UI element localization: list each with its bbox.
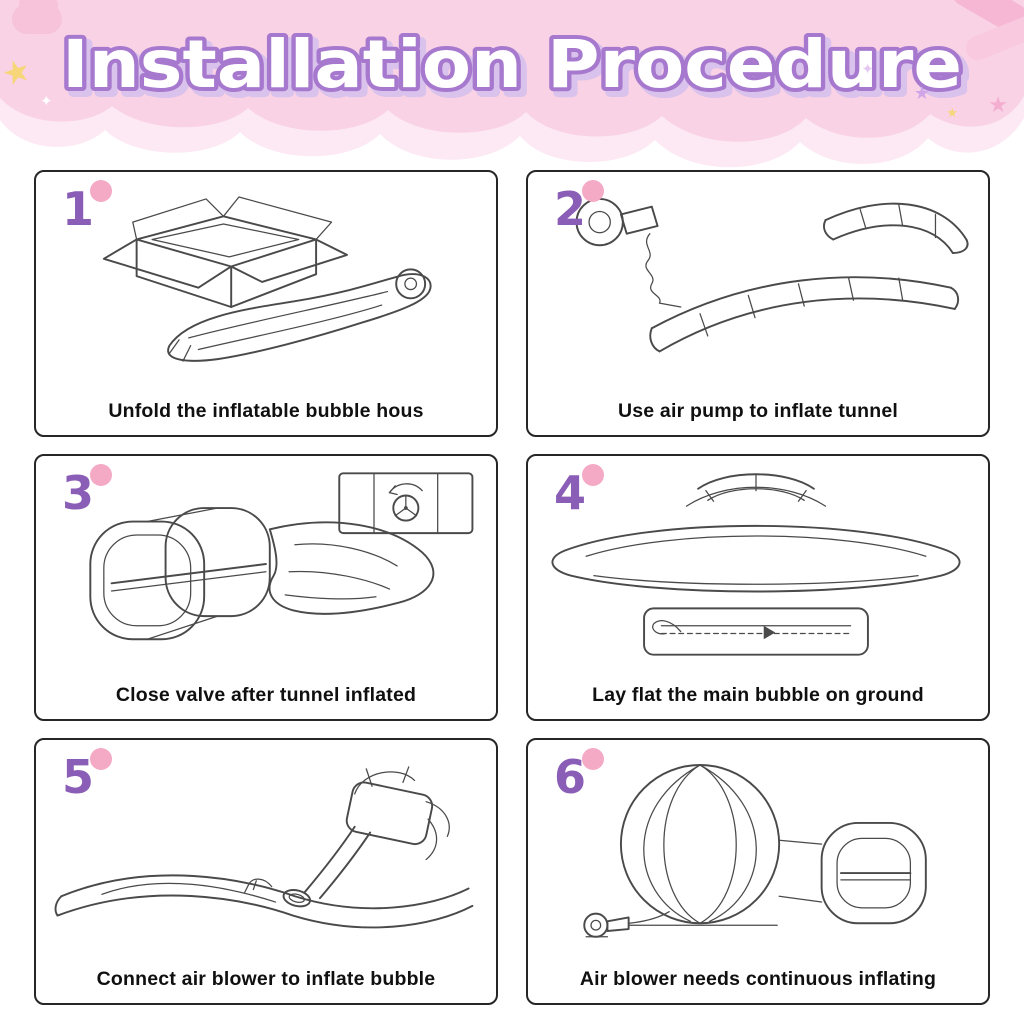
step-dot xyxy=(582,464,604,486)
step-number-badge: 2 xyxy=(554,180,624,242)
step-dot xyxy=(582,180,604,202)
unfold-box-illustration xyxy=(102,196,432,362)
step-number: 5 xyxy=(62,750,95,804)
step-dot xyxy=(582,748,604,770)
step-number: 4 xyxy=(554,466,587,520)
close-valve-illustration xyxy=(89,472,474,641)
step-panel-4: 4 Lay flat the main bubble on ground xyxy=(526,454,990,721)
step-dot xyxy=(90,464,112,486)
steps-grid: 1 Unfold the inflatable bubble hous xyxy=(0,158,1024,1005)
cloud-background xyxy=(0,0,1024,168)
step-number-badge: 5 xyxy=(62,748,132,810)
connect-blower-illustration xyxy=(54,766,474,929)
step-number-badge: 4 xyxy=(554,464,624,526)
step-number: 6 xyxy=(554,750,587,804)
inflated-bubble-illustration xyxy=(583,764,927,938)
page-title-art: Installation Procedure Installation Proc… xyxy=(58,22,972,113)
step-number: 3 xyxy=(62,466,95,520)
cloud-decoration xyxy=(12,0,62,34)
air-pump-illustration xyxy=(575,197,969,353)
step-number: 1 xyxy=(62,182,95,236)
step-panel-5: 5 Connect air blower to inf xyxy=(34,738,498,1005)
step-caption: Close valve after tunnel inflated xyxy=(115,684,417,706)
sparkle-icon: ✦ xyxy=(861,61,874,78)
header: ★ ✦ ✦ ★ ★ ★ Installation Procedure Insta… xyxy=(0,0,1024,168)
star-icon: ★ xyxy=(913,83,930,103)
step-panel-2: 2 Use xyxy=(526,170,990,437)
sparkle-icon: ✦ xyxy=(40,93,53,110)
step-dot xyxy=(90,180,112,202)
step-number-badge: 3 xyxy=(62,464,132,526)
step-caption: Lay flat the main bubble on ground xyxy=(592,684,924,706)
step-panel-1: 1 Unfold the inflatable bubble hous xyxy=(34,170,498,437)
step-caption: Air blower needs continuous inflating xyxy=(579,968,937,990)
page-title-shadow: Installation Procedure xyxy=(67,31,967,108)
step-caption: Connect air blower to inflate bubble xyxy=(96,968,436,990)
lay-flat-illustration xyxy=(551,473,961,656)
star-icon: ★ xyxy=(988,92,1008,117)
step-caption: Use air pump to inflate tunnel xyxy=(617,400,899,422)
step-number-badge: 6 xyxy=(554,748,624,810)
page-title: Installation Procedure xyxy=(62,26,962,103)
star-icon: ★ xyxy=(946,105,958,120)
step-number-badge: 1 xyxy=(62,180,132,242)
step-panel-3: 3 Close valve xyxy=(34,454,498,721)
step-caption: Unfold the inflatable bubble hous xyxy=(108,400,424,422)
step-dot xyxy=(90,748,112,770)
step-panel-6: 6 Air blower needs continuous inflating xyxy=(526,738,990,1005)
step-number: 2 xyxy=(554,182,587,236)
